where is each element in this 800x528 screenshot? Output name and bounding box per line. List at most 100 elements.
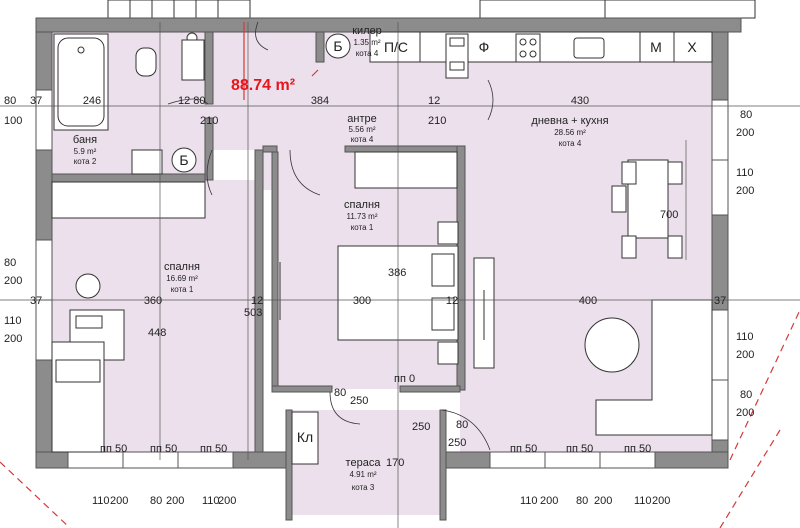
svg-text:300: 300 (353, 295, 371, 307)
bedroom2-floor: кота 1 (351, 223, 374, 232)
living-area: 28.56 m² (554, 128, 586, 137)
stove (515, 33, 541, 63)
bath-floor: кота 2 (74, 157, 97, 166)
svg-text:360: 360 (144, 295, 162, 307)
closet-box (291, 411, 319, 465)
dining (611, 159, 683, 259)
top-right-box (479, 0, 756, 19)
svg-text:386: 386 (388, 267, 406, 279)
bedroom1-name: спалня (164, 261, 200, 273)
dimension-texts: 80 100 37 246 12 80 210 384 12 210 430 8… (4, 95, 754, 507)
living-name: дневна + кухня (531, 115, 608, 127)
bedroom1-furniture (51, 181, 206, 453)
svg-text:200: 200 (166, 495, 184, 507)
terrace-name: тераса (346, 457, 382, 469)
doors (167, 21, 494, 451)
red-dash (0, 309, 800, 528)
svg-text:200: 200 (594, 495, 612, 507)
fridge-label: Ф (479, 39, 490, 55)
windows (35, 89, 729, 469)
svg-text:80: 80 (150, 495, 162, 507)
terrace-area: 4.91 m² (349, 470, 376, 479)
svg-text:250: 250 (448, 437, 466, 449)
svg-text:503: 503 (244, 307, 262, 319)
svg-text:80: 80 (4, 257, 16, 269)
svg-text:12: 12 (446, 295, 458, 307)
bedroom2-area: 11.73 m² (347, 212, 378, 221)
ps-label: П/С (384, 39, 408, 55)
svg-text:80: 80 (456, 419, 468, 431)
washer-label: М (650, 39, 662, 55)
pantry-name: килер (352, 25, 382, 37)
hall-area: 5.56 m² (348, 125, 375, 134)
bath-name: баня (73, 134, 97, 146)
living-floor: кота 4 (559, 139, 582, 148)
svg-text:200: 200 (218, 495, 236, 507)
svg-text:80: 80 (576, 495, 588, 507)
kitchen-sink (573, 37, 605, 59)
total-area: 88.74 m² (231, 77, 295, 94)
svg-text:400: 400 (579, 295, 597, 307)
svg-text:пп 50: пп 50 (624, 443, 651, 455)
bedroom1-area: 16.69 m² (166, 274, 198, 283)
dimension-lines (0, 22, 800, 528)
svg-text:37: 37 (714, 295, 726, 307)
svg-text:700: 700 (660, 209, 678, 221)
svg-text:246: 246 (83, 95, 101, 107)
svg-text:пп 0: пп 0 (394, 373, 415, 385)
svg-text:110: 110 (202, 495, 220, 507)
kitchen-counter (369, 31, 713, 63)
svg-text:110: 110 (4, 315, 22, 327)
svg-text:200: 200 (736, 185, 754, 197)
living-furniture (473, 257, 713, 436)
bath-area: 5.9 m² (74, 147, 97, 156)
svg-text:пп 50: пп 50 (566, 443, 593, 455)
svg-text:37: 37 (30, 295, 42, 307)
coffee-table (584, 317, 640, 373)
wardrobe-1 (51, 181, 206, 219)
svg-text:200: 200 (4, 275, 22, 287)
dishwasher-label: Х (687, 39, 697, 55)
area-marker: 88.74 m² (231, 22, 319, 100)
sink (131, 149, 163, 175)
svg-text:80: 80 (4, 95, 16, 107)
boiler-b-kitchen: Б (333, 38, 342, 54)
svg-text:200: 200 (652, 495, 670, 507)
single-bed (51, 341, 105, 453)
svg-text:170: 170 (386, 457, 404, 469)
svg-text:80: 80 (740, 109, 752, 121)
hall-name: антре (347, 113, 376, 125)
svg-text:250: 250 (350, 395, 368, 407)
svg-text:12 80: 12 80 (178, 95, 206, 107)
svg-text:пп 50: пп 50 (510, 443, 537, 455)
top-neighbour (107, 0, 756, 23)
svg-text:37: 37 (30, 95, 42, 107)
hall-floor: кота 4 (351, 135, 374, 144)
room-labels: баня 5.9 m² кота 2 килер 1.35 m² кота 4 … (73, 25, 609, 492)
svg-text:110: 110 (736, 167, 754, 179)
svg-text:448: 448 (148, 327, 166, 339)
bath-cabinet (181, 39, 205, 81)
bedroom1-floor: кота 1 (171, 285, 194, 294)
svg-text:80: 80 (334, 387, 346, 399)
closet-label: Кл (297, 429, 313, 445)
svg-text:пп 50: пп 50 (100, 443, 127, 455)
svg-text:110: 110 (92, 495, 110, 507)
svg-text:12: 12 (428, 95, 440, 107)
svg-text:210: 210 (200, 115, 218, 127)
svg-text:200: 200 (736, 349, 754, 361)
toilet (135, 47, 157, 77)
svg-text:12: 12 (251, 295, 263, 307)
svg-text:200: 200 (540, 495, 558, 507)
terrace-floor: кота 3 (352, 483, 375, 492)
terrace-furniture: Кл (291, 411, 319, 465)
svg-text:пп 50: пп 50 (200, 443, 227, 455)
boiler-b-label: Б (179, 152, 188, 168)
svg-text:110: 110 (520, 495, 538, 507)
svg-text:пп 50: пп 50 (150, 443, 177, 455)
kitchen: Б П/С Ф М Х (325, 31, 713, 79)
svg-text:110: 110 (634, 495, 652, 507)
svg-text:250: 250 (412, 421, 430, 433)
wardrobe-2 (354, 151, 458, 189)
